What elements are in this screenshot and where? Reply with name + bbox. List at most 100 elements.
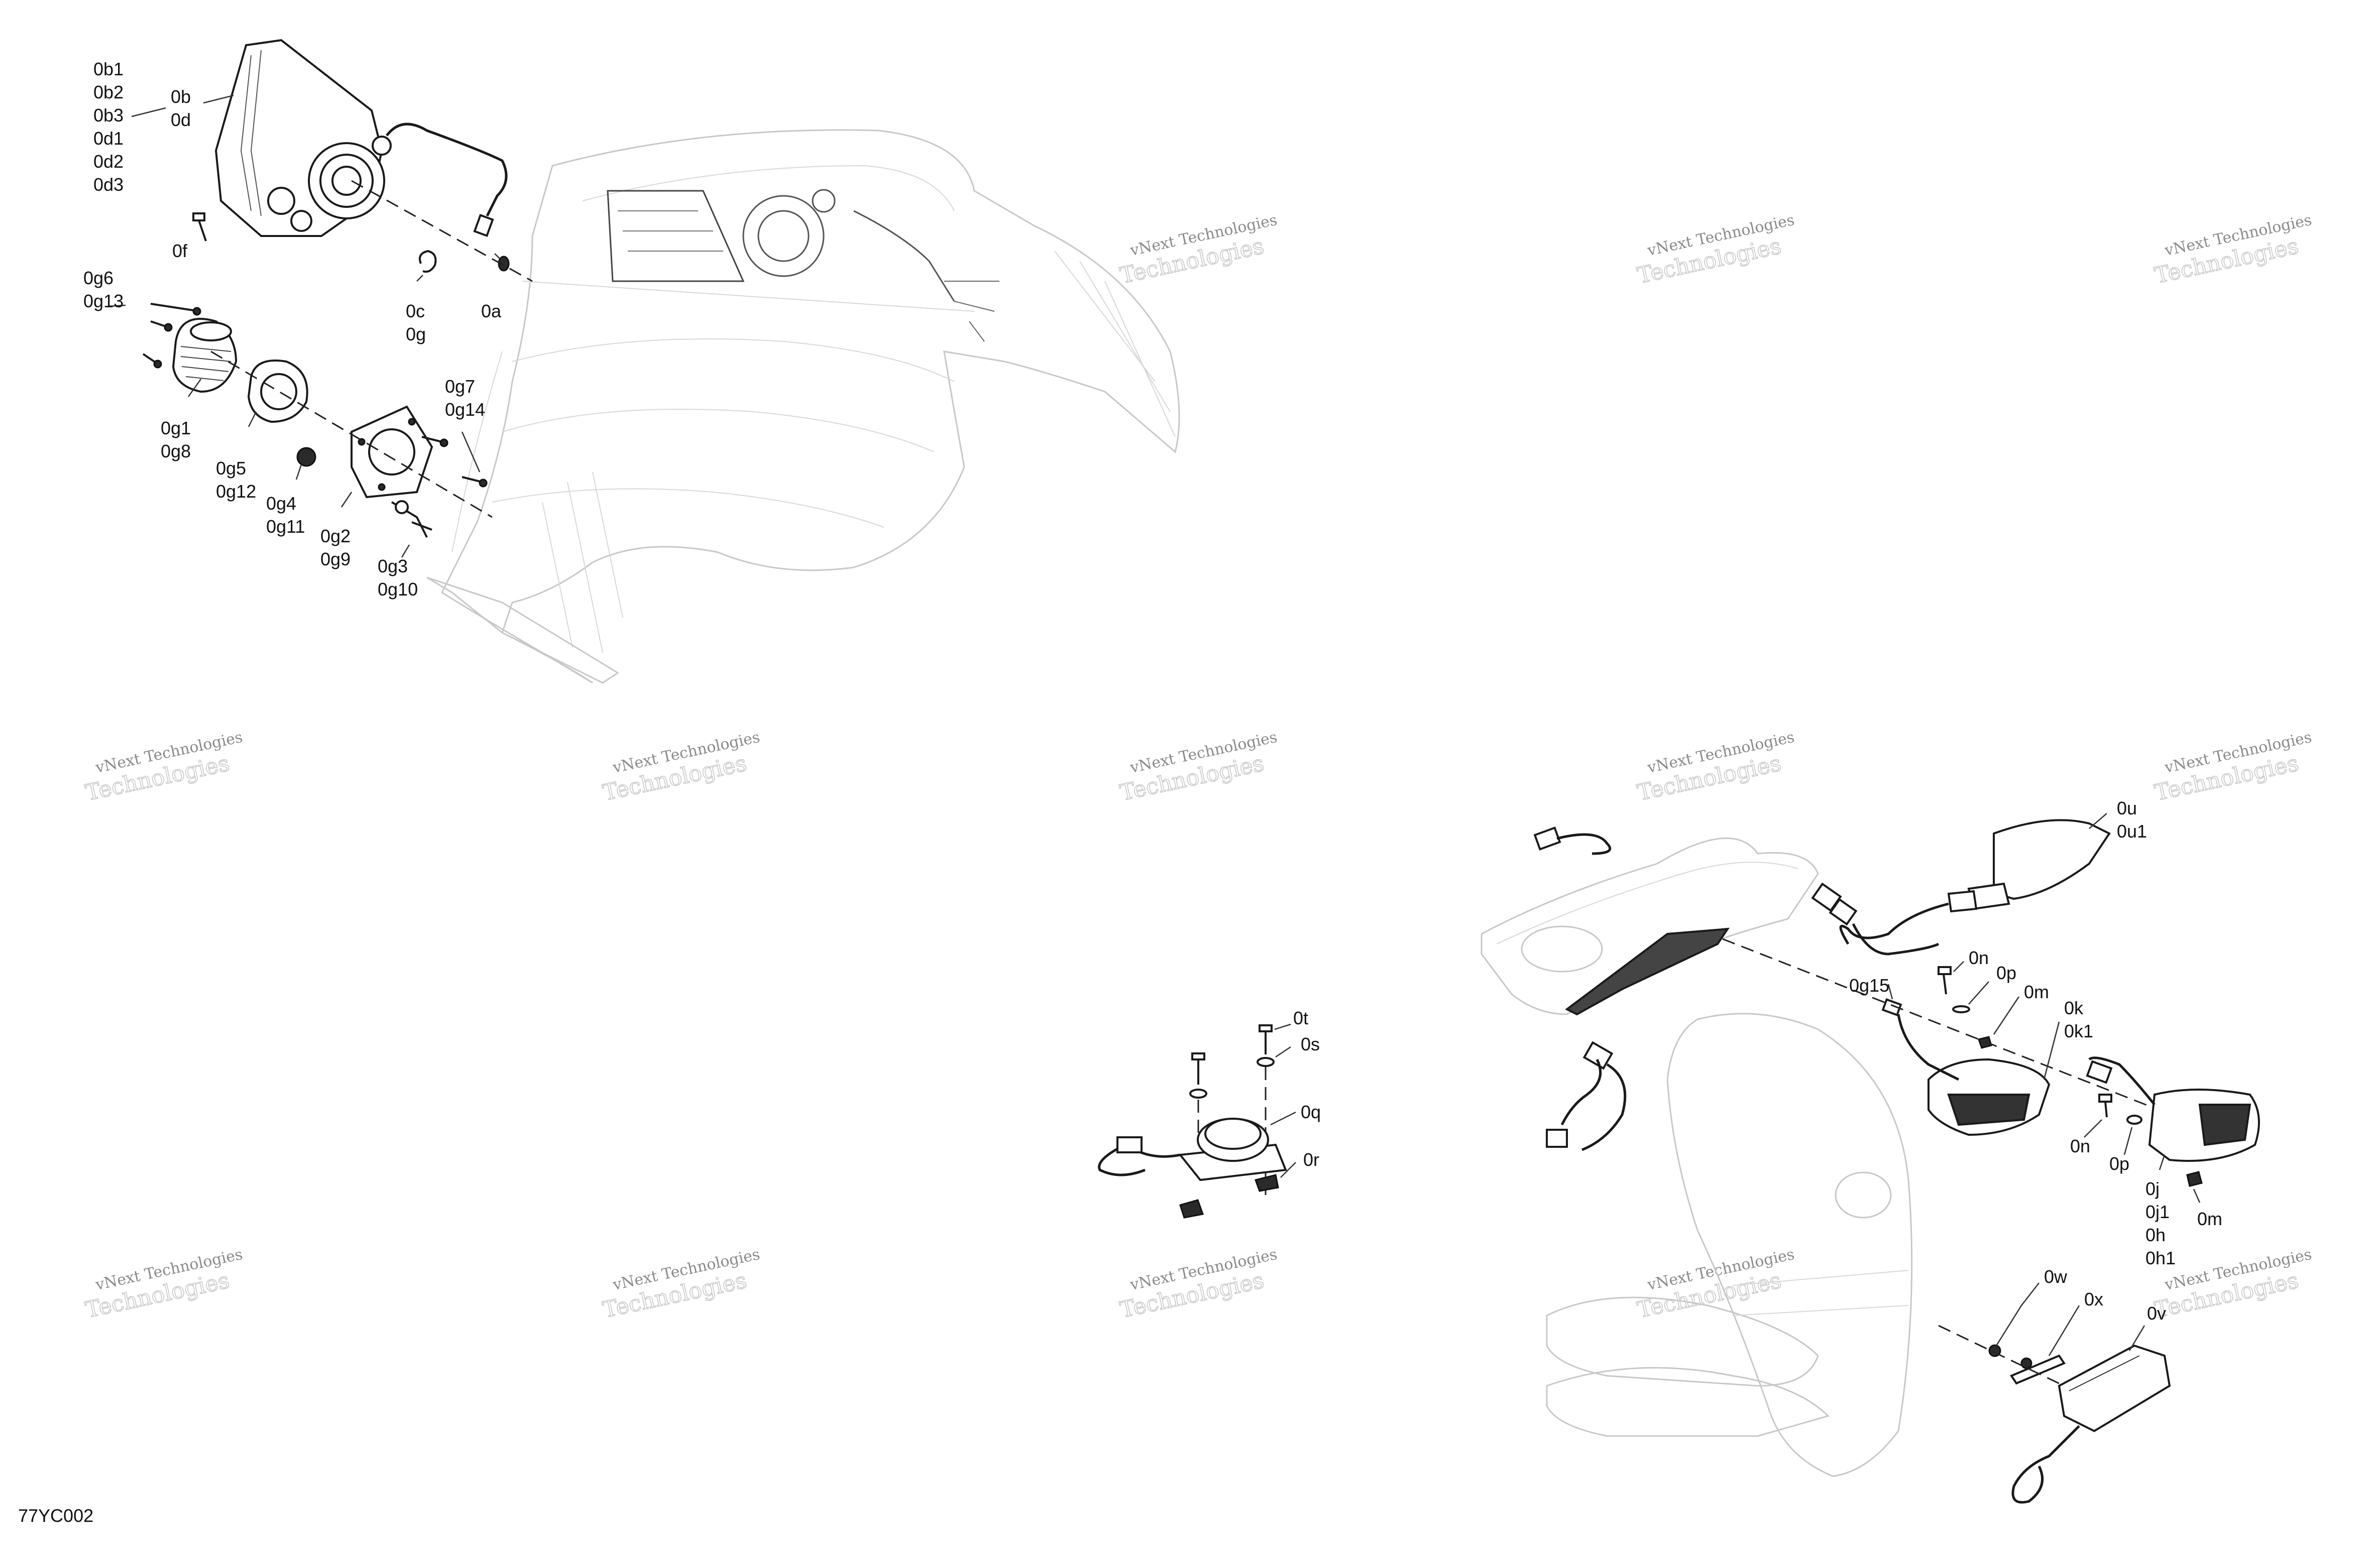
label-0d2: 0d2 — [93, 151, 124, 172]
axis-line-signals — [1722, 938, 2210, 1131]
label-0d: 0d — [171, 109, 191, 130]
label-0g11: 0g11 — [266, 516, 305, 537]
label-0k: 0k — [2064, 998, 2084, 1018]
horn-nut-bottom[interactable] — [1179, 1199, 1204, 1219]
label-0x: 0x — [2084, 1289, 2103, 1310]
label-0g6: 0g6 — [83, 268, 114, 288]
label-0q: 0q — [1301, 1102, 1321, 1122]
label-0g1: 0g1 — [161, 418, 191, 438]
label-0g4: 0g4 — [266, 493, 296, 514]
leader-lines — [107, 94, 2201, 1356]
fog-ring-0g5[interactable] — [247, 360, 308, 423]
label-0g13: 0g13 — [83, 291, 124, 311]
label-0h1: 0h1 — [2145, 1248, 2176, 1268]
callout-labels: 0b1 0b2 0b3 0d1 0d2 0d3 0b 0d 0f 0c 0g 0… — [83, 59, 2222, 1324]
label-0d1: 0d1 — [93, 128, 124, 149]
diagram-code: 77YC002 — [18, 1505, 94, 1526]
nut-0w[interactable] — [1988, 1344, 2032, 1369]
label-0b3: 0b3 — [93, 105, 124, 126]
label-0r: 0r — [1303, 1149, 1319, 1170]
signal-j-connector — [2086, 1060, 2113, 1084]
label-0u1: 0u1 — [2117, 821, 2147, 842]
screws-0g7[interactable] — [421, 436, 488, 488]
label-0b1: 0b1 — [93, 59, 124, 79]
clip-0c[interactable] — [418, 250, 437, 273]
label-0f: 0f — [172, 241, 188, 261]
label-0b2: 0b2 — [93, 82, 124, 102]
installed-headlamp — [607, 189, 999, 342]
plate-light-0v[interactable] — [2058, 1344, 2171, 1433]
signal-j-wire — [2088, 1056, 2156, 1106]
rear-harness-connectors — [1533, 826, 1614, 1148]
label-0a: 0a — [481, 301, 502, 321]
label-0s: 0s — [1301, 1034, 1320, 1054]
headlamp-assembly[interactable] — [214, 39, 392, 237]
screw-0f[interactable] — [192, 212, 207, 242]
label-0v: 0v — [2147, 1303, 2166, 1324]
label-0g10: 0g10 — [378, 579, 418, 600]
label-0u: 0u — [2117, 798, 2137, 818]
signal-u-wire-2 — [1852, 923, 1940, 956]
label-0g5: 0g5 — [216, 458, 246, 479]
label-0g14: 0g14 — [445, 399, 485, 420]
label-0d3: 0d3 — [93, 174, 124, 195]
turn-signal-0j[interactable] — [2148, 1089, 2260, 1162]
label-0g3: 0g3 — [378, 556, 408, 576]
label-0k1: 0k1 — [2064, 1021, 2093, 1041]
horn-screws[interactable] — [1189, 1024, 1275, 1099]
label-0n-bottom: 0n — [2070, 1136, 2090, 1156]
nut-0r[interactable] — [1255, 1174, 1279, 1192]
axis-line-foglamp — [210, 350, 493, 518]
axis-line-headlamp — [351, 180, 533, 282]
screw-0n-bottom[interactable] — [2098, 1094, 2112, 1118]
nut-0m-bottom[interactable] — [2186, 1171, 2203, 1187]
plug-0g4[interactable] — [296, 447, 316, 467]
fog-lamp-0g1[interactable] — [172, 318, 238, 393]
label-0n-top: 0n — [1969, 947, 1989, 968]
bracket-0g2[interactable] — [351, 405, 433, 499]
front-fascia-frame — [426, 129, 1180, 684]
label-0g12: 0g12 — [216, 481, 256, 502]
rear-frame — [1481, 837, 1913, 1477]
label-0b: 0b — [171, 86, 191, 107]
label-0p-top: 0p — [1996, 963, 2016, 983]
plate-light-wire — [2011, 1425, 2080, 1504]
horn-0q[interactable] — [1178, 1118, 1287, 1181]
signal-u-connector — [1811, 882, 1858, 926]
connector-0g15[interactable] — [1881, 998, 1902, 1017]
washer-0p-top[interactable] — [1952, 1005, 1970, 1013]
label-0g: 0g — [406, 324, 426, 344]
label-0g2: 0g2 — [320, 526, 351, 546]
label-0m-top: 0m — [2024, 982, 2049, 1002]
nut-0a[interactable] — [498, 256, 510, 272]
label-0j1: 0j1 — [2145, 1202, 2170, 1222]
horn-connector — [1116, 1136, 1143, 1153]
screw-0n-top[interactable] — [1938, 966, 1952, 995]
headlamp-connector — [473, 214, 494, 237]
label-0j: 0j — [2145, 1178, 2160, 1199]
bracket-0x[interactable] — [2009, 1354, 2066, 1385]
washer-0p-bottom[interactable] — [2126, 1115, 2142, 1125]
screws-0g6[interactable] — [142, 303, 201, 369]
headlamp-wire — [386, 123, 508, 217]
adjuster-0g3[interactable] — [391, 500, 432, 538]
signal-k-wire — [1897, 1014, 1960, 1081]
horn-wire-2 — [1098, 1143, 1146, 1176]
label-0g7: 0g7 — [445, 376, 475, 397]
rear-light-0k[interactable] — [1928, 1058, 2051, 1136]
label-0g15: 0g15 — [1849, 975, 1889, 996]
label-0g8: 0g8 — [161, 441, 191, 461]
label-0m-bottom: 0m — [2197, 1209, 2222, 1229]
turn-signal-0u[interactable] — [1947, 819, 2111, 913]
signal-u-wire — [1839, 902, 1949, 945]
